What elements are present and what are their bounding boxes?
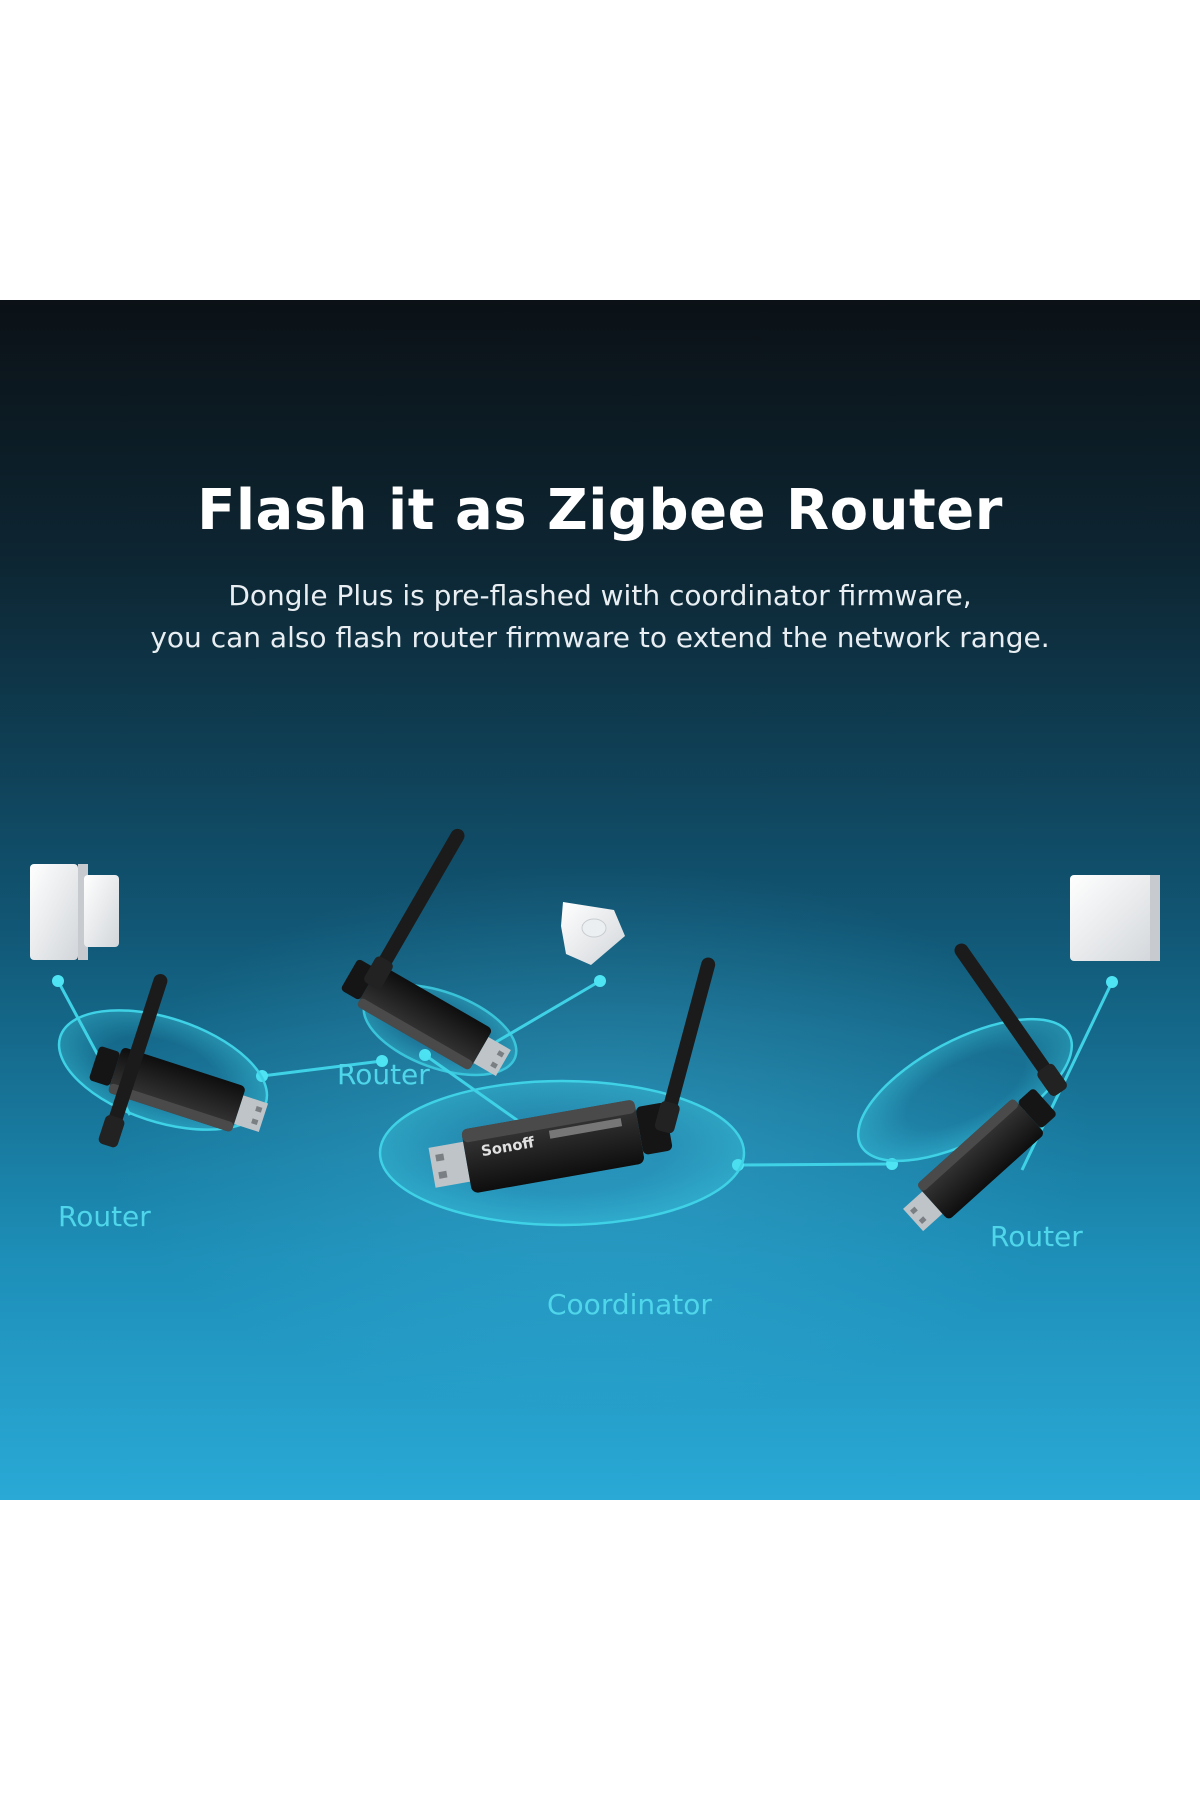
page-title: Flash it as Zigbee Router bbox=[197, 478, 1003, 543]
link-router-left-to-coordinator bbox=[261, 1059, 383, 1078]
label-router-top: Router bbox=[337, 1058, 430, 1091]
page-subtitle: Dongle Plus is pre-flashed with coordina… bbox=[0, 575, 1200, 659]
label-router-right: Router bbox=[990, 1220, 1083, 1253]
network-diagram: Sonoff Router Router Router Coordinator bbox=[30, 824, 1160, 1321]
link-motion-sensor-to-router-top bbox=[495, 979, 601, 1044]
subtitle-line-2: you can also flash router firmware to ex… bbox=[150, 621, 1050, 654]
label-router-left: Router bbox=[58, 1200, 151, 1233]
temperature-sensor bbox=[1070, 875, 1160, 961]
subtitle-line-1: Dongle Plus is pre-flashed with coordina… bbox=[228, 579, 972, 612]
motion-sensor bbox=[561, 902, 625, 965]
router-top-antenna bbox=[362, 824, 470, 991]
label-coordinator: Coordinator bbox=[547, 1288, 712, 1321]
zigbee-router-banner: Flash it as Zigbee Router Dongle Plus is… bbox=[0, 300, 1200, 1500]
door-sensor bbox=[30, 864, 119, 960]
link-coordinator-to-router-right bbox=[737, 1162, 893, 1167]
coordinator-dongle: Sonoff bbox=[426, 1094, 675, 1200]
